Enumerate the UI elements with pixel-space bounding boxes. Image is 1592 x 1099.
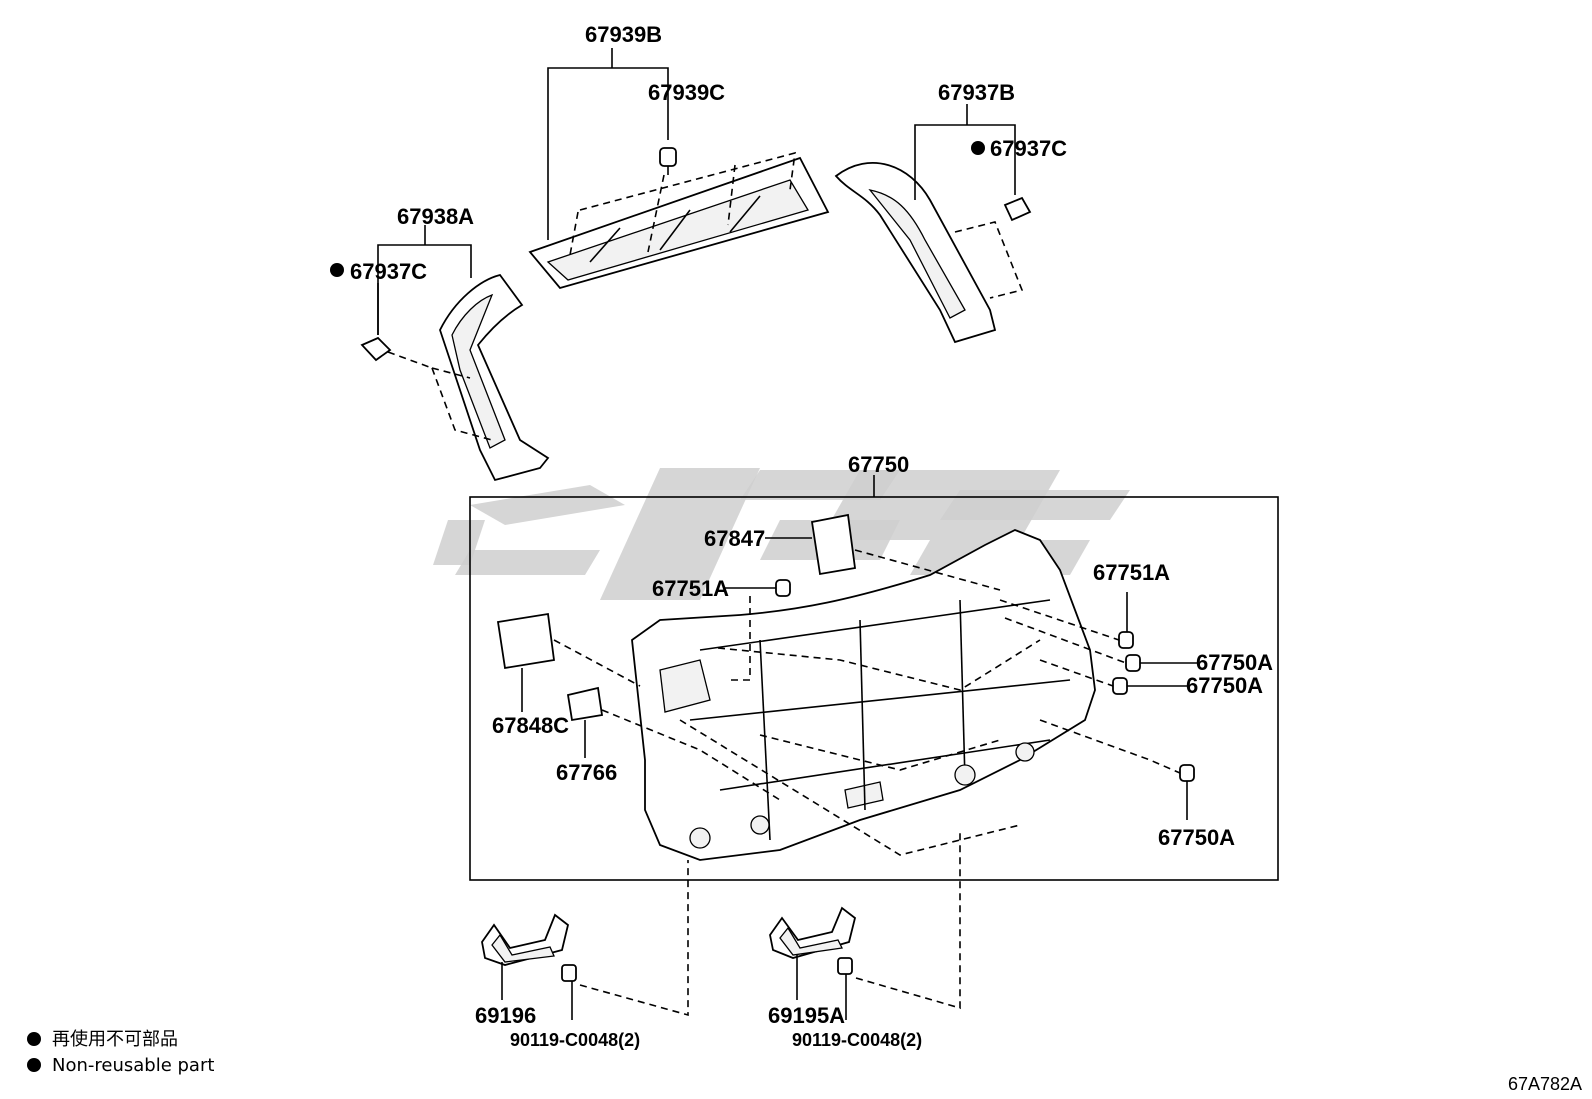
dash-67848C xyxy=(553,639,641,687)
label-67750: 67750 xyxy=(848,452,909,477)
dash-67847 xyxy=(854,549,1001,591)
part-67750-trim-board xyxy=(631,529,1096,861)
dash-67750A-2 xyxy=(1039,659,1114,687)
label-69196: 69196 xyxy=(475,1003,536,1028)
part-67847 xyxy=(810,513,857,576)
label-67750A-1: 67750A xyxy=(1196,650,1273,675)
legend-bullet-1 xyxy=(27,1032,41,1046)
clip-67939C xyxy=(659,147,677,175)
part-67939B-upper-garnish xyxy=(528,151,830,290)
clip-67751A-right xyxy=(1118,631,1134,649)
label-67938A: 67938A xyxy=(397,204,474,229)
label-67937C-left: 67937C xyxy=(350,259,427,284)
label-67937C-right: 67937C xyxy=(990,136,1067,161)
legend-japanese: 再使用不可部品 xyxy=(52,1029,178,1050)
leader-67939B xyxy=(547,67,669,240)
non-reusable-marker-67937C-left xyxy=(330,263,344,277)
part-67766 xyxy=(566,686,604,722)
label-90119-right: 90119-C0048(2) xyxy=(792,1030,922,1050)
label-69195A: 69195A xyxy=(768,1003,845,1028)
dash-67751A-right xyxy=(999,599,1120,641)
label-67848C: 67848C xyxy=(492,713,569,738)
legend-english: Non-reusable part xyxy=(52,1055,214,1076)
label-90119-left: 90119-C0048(2) xyxy=(510,1030,640,1050)
part-69195A-pull-handle xyxy=(769,906,857,959)
non-reusable-marker-67937C-right xyxy=(971,141,985,155)
dash-90119-left xyxy=(579,860,689,1017)
label-67939C: 67939C xyxy=(648,80,725,105)
diagram-reference-code: 67A782A xyxy=(1508,1074,1582,1094)
clip-67937C-left xyxy=(360,336,392,362)
label-67937B: 67937B xyxy=(938,80,1015,105)
label-67766: 67766 xyxy=(556,760,617,785)
dash-67766 xyxy=(601,709,781,801)
label-67750A-3: 67750A xyxy=(1158,825,1235,850)
leader-67937B xyxy=(914,124,1016,200)
label-67751A-left: 67751A xyxy=(652,576,729,601)
part-67937B-pillar-garnish xyxy=(834,161,1024,344)
part-67938A-pillar-garnish xyxy=(431,273,550,482)
clip-67750A-2 xyxy=(1112,677,1128,695)
label-67847: 67847 xyxy=(704,526,765,551)
label-67939B: 67939B xyxy=(585,22,662,47)
legend-bullet-2 xyxy=(27,1058,41,1072)
dash-67937C-left xyxy=(387,351,433,369)
clip-67750A-1 xyxy=(1125,654,1141,672)
clip-67751A-left xyxy=(775,579,791,597)
bolt-90119-left xyxy=(561,964,577,982)
part-69196-pull-handle xyxy=(481,913,570,966)
part-67848C xyxy=(496,612,556,670)
dash-90119-right xyxy=(855,830,961,1010)
label-67751A-right: 67751A xyxy=(1093,560,1170,585)
label-67750A-2: 67750A xyxy=(1186,673,1263,698)
dash-67750A-1 xyxy=(1004,617,1127,664)
clip-67937C-right xyxy=(1003,196,1032,222)
dash-67751A-left xyxy=(730,596,751,681)
clip-67750A-3 xyxy=(1179,764,1195,782)
bolt-90119-right xyxy=(837,957,853,975)
dash-67750A-3 xyxy=(1039,719,1181,774)
